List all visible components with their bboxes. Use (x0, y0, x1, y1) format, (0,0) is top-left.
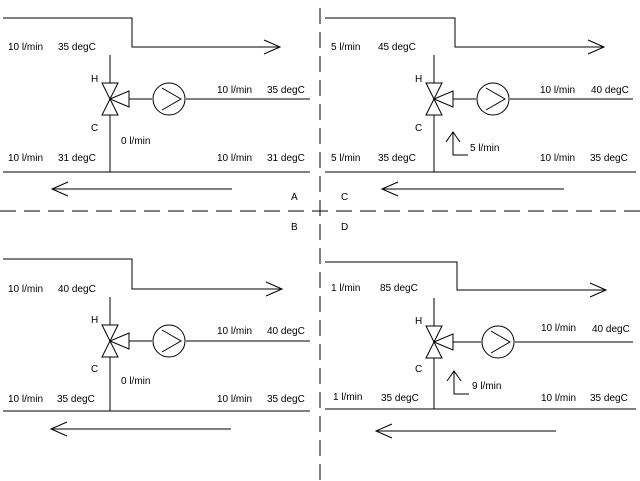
circuit-flow-label: 10 l/min (217, 326, 252, 337)
circuit-return-temp-label: 31 degC (267, 153, 305, 164)
hot-port-label: H (91, 315, 98, 326)
cold-port-label: C (91, 123, 98, 134)
return-flow-label: 10 l/min (8, 153, 43, 164)
mixing-valve-icon (425, 325, 454, 359)
circuit-temp-label: 40 degC (591, 85, 629, 96)
panel-letter-b: B (291, 222, 298, 233)
circuit-flow-label: 10 l/min (540, 85, 575, 96)
supply-flow-label: 1 l/min (331, 283, 360, 294)
circuit-return-flow-label: 10 l/min (540, 153, 575, 164)
pump-icon (152, 82, 186, 116)
circuit-flow-label: 10 l/min (541, 323, 576, 334)
mixing-valve-icon (101, 324, 130, 358)
supply-pipe (3, 258, 310, 437)
supply-temp-label: 35 degC (58, 42, 96, 53)
hot-port-label: H (91, 74, 98, 85)
circuit-return-temp-label: 35 degC (590, 393, 628, 404)
supply-flow-label: 10 l/min (8, 42, 43, 53)
supply-pipe (3, 17, 310, 197)
circuit-return-flow-label: 10 l/min (217, 394, 252, 405)
hot-port-label: H (415, 74, 422, 85)
panel-a: 10 l/min 35 degC H C 0 l/min 10 l/min 35… (3, 17, 310, 197)
circuit-flow-label: 10 l/min (217, 85, 252, 96)
cold-port-label: C (415, 123, 422, 134)
supply-temp-label: 85 degC (380, 283, 418, 294)
bypass-flow-label: 0 l/min (121, 136, 150, 147)
supply-pipe (325, 17, 636, 197)
circuit-temp-label: 35 degC (267, 85, 305, 96)
bypass-flow-label: 0 l/min (121, 376, 150, 387)
panel-d: 1 l/min 85 degC H C 9 l/min 10 l/min 40 … (325, 261, 636, 439)
return-temp-label: 35 degC (57, 394, 95, 405)
circuit-return-flow-label: 10 l/min (217, 153, 252, 164)
return-flow-label: 5 l/min (331, 153, 360, 164)
cold-port-label: C (415, 364, 422, 375)
return-temp-label: 31 degC (58, 153, 96, 164)
circuit-temp-label: 40 degC (592, 324, 630, 335)
cold-port-label: C (91, 364, 98, 375)
mixing-valve-icon (101, 82, 130, 116)
return-temp-label: 35 degC (381, 393, 419, 404)
supply-flow-label: 10 l/min (8, 284, 43, 295)
pump-icon (481, 325, 515, 359)
supply-temp-label: 45 degC (378, 42, 416, 53)
pump-icon (476, 82, 510, 116)
circuit-return-flow-label: 10 l/min (541, 393, 576, 404)
pump-icon (152, 324, 186, 358)
bypass-flow-label: 9 l/min (472, 381, 501, 392)
return-temp-label: 35 degC (378, 153, 416, 164)
circuit-return-temp-label: 35 degC (267, 394, 305, 405)
supply-flow-label: 5 l/min (331, 42, 360, 53)
panel-letter-c: C (341, 192, 348, 203)
return-flow-label: 10 l/min (8, 394, 43, 405)
supply-temp-label: 40 degC (58, 284, 96, 295)
hot-port-label: H (415, 316, 422, 327)
circuit-return-temp-label: 35 degC (590, 153, 628, 164)
panel-letter-d: D (341, 222, 348, 233)
panel-c: 5 l/min 45 degC H C 5 l/min 10 l/min 40 … (325, 17, 636, 197)
circuit-temp-label: 40 degC (267, 326, 305, 337)
supply-pipe (325, 261, 636, 439)
panel-letter-a: A (291, 192, 298, 203)
panel-b: 10 l/min 40 degC H C 0 l/min 10 l/min 40… (3, 258, 310, 437)
return-flow-label: 1 l/min (333, 392, 362, 403)
bypass-flow-label: 5 l/min (470, 143, 499, 154)
mixing-valve-icon (425, 82, 454, 116)
